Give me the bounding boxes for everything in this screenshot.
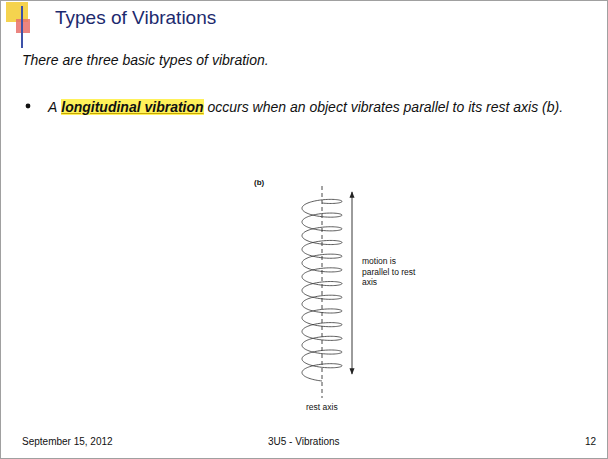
slide-title: Types of Vibrations xyxy=(55,7,216,29)
page-number: 12 xyxy=(585,436,596,447)
coil-spring xyxy=(302,199,342,381)
rest-axis-line xyxy=(322,186,323,398)
footer-title: 3U5 - Vibrations xyxy=(268,436,340,447)
bullet-text: A xyxy=(48,99,57,115)
highlight-term: longitudinal vibration xyxy=(61,99,203,115)
deco-bar xyxy=(21,6,23,48)
bullet-paragraph: Alongitudinal vibrationoccurs when an ob… xyxy=(48,98,593,117)
motion-label: motion is parallel to rest axis xyxy=(362,256,420,288)
footer-date: September 15, 2012 xyxy=(22,436,113,447)
bullet-text: occurs when an object vibrates parallel … xyxy=(207,99,563,115)
intro-text: There are three basic types of vibration… xyxy=(22,52,269,68)
figure-tag: (b) xyxy=(254,178,264,187)
title-rule xyxy=(0,32,608,34)
motion-arrow xyxy=(352,192,353,374)
axis-label: rest axis xyxy=(306,402,338,412)
bullet-dot xyxy=(26,104,31,109)
